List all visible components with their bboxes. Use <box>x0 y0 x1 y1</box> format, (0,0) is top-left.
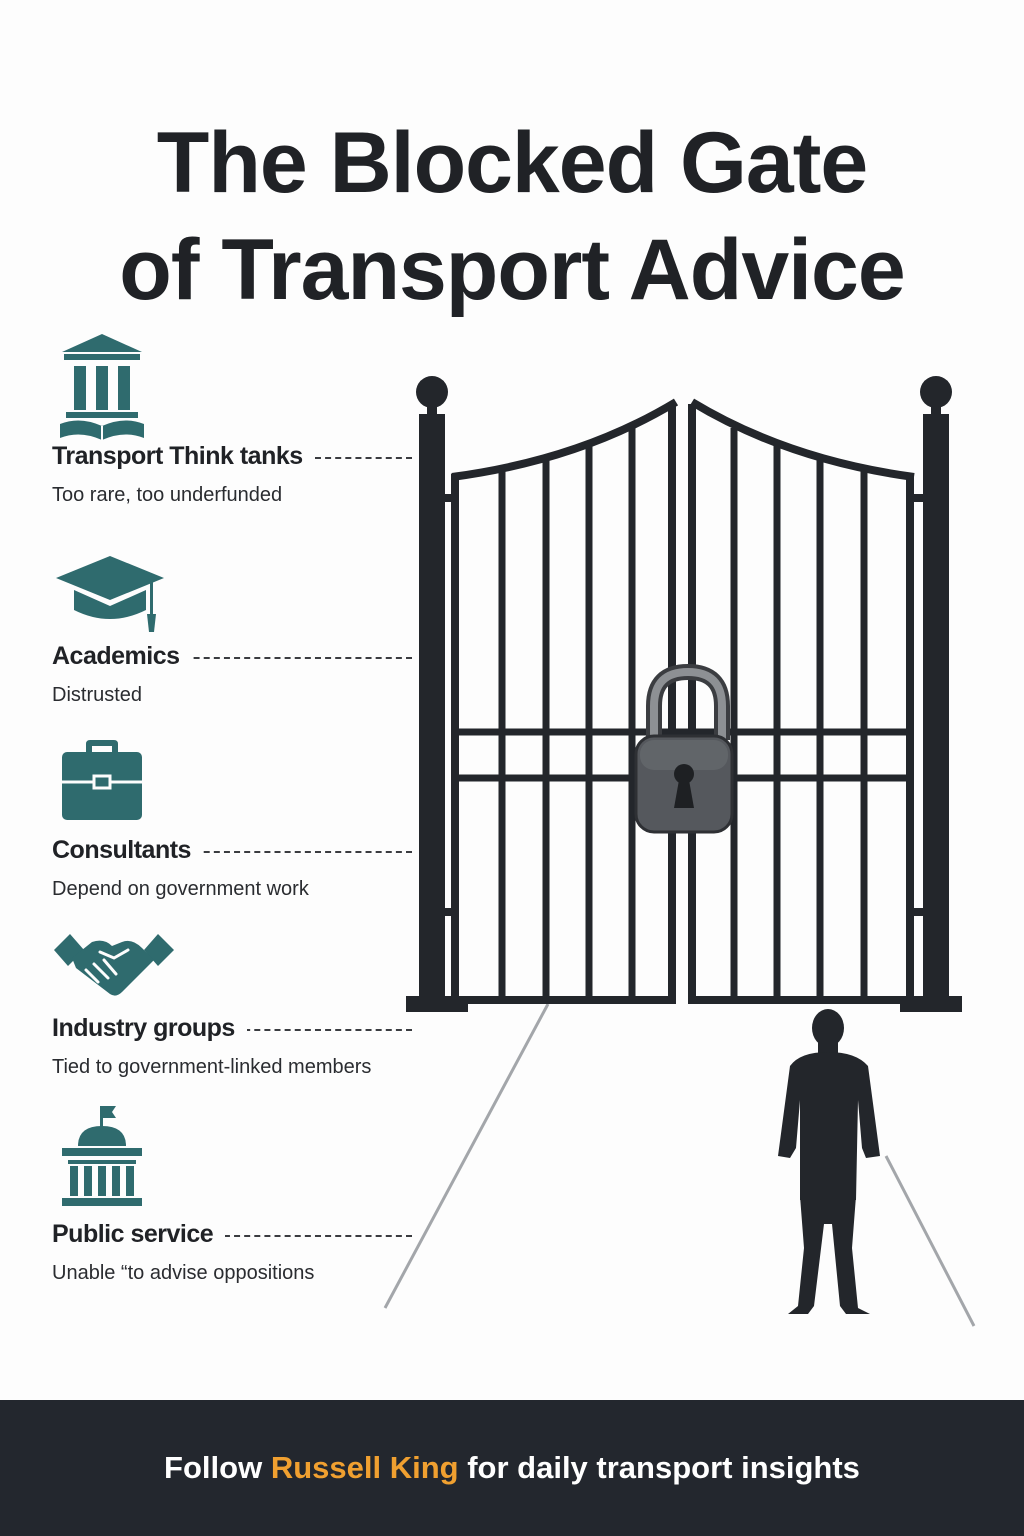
author-name[interactable]: Russell King <box>270 1450 459 1485</box>
title-line-1: The Blocked Gate <box>156 114 868 211</box>
list-item-public-service: Public service Unable “to advise opposit… <box>52 1104 412 1285</box>
dashed-connector <box>52 1235 412 1237</box>
item-description: Tied to government-linked members <box>52 1056 372 1078</box>
footer-prefix: Follow <box>164 1450 263 1485</box>
ground-line-right <box>884 1155 976 1327</box>
list-item-academics: Academics Distrusted <box>52 552 412 707</box>
gate <box>406 376 962 1012</box>
gate-post-left <box>419 414 445 996</box>
gate-post-right-finial <box>920 376 952 408</box>
dashed-connector <box>52 851 412 853</box>
item-label: Academics <box>52 642 192 671</box>
item-description: Too rare, too underfunded <box>52 484 283 506</box>
gate-post-left-finial <box>416 376 448 408</box>
item-description: Unable “to advise oppositions <box>52 1262 315 1284</box>
capitol-building-icon <box>62 1106 142 1206</box>
footer-suffix: for daily transport insights <box>467 1450 860 1485</box>
item-description: Depend on government work <box>52 878 309 900</box>
gate-left-leaf-arch <box>451 398 679 481</box>
padlock-icon <box>634 663 734 834</box>
item-label: Public service <box>52 1220 226 1249</box>
person-silhouette <box>778 1009 880 1314</box>
gate-post-right <box>923 414 949 996</box>
list-item-industry-groups: Industry groups Tied to government-linke… <box>52 928 412 1079</box>
institution-book-icon <box>60 334 144 440</box>
handshake-icon <box>54 934 174 996</box>
briefcase-icon <box>62 740 142 820</box>
footer-banner: Follow Russell King for daily transport … <box>0 1400 1024 1536</box>
gate-right-leaf-arch <box>689 398 915 481</box>
title-line-2: of Transport Advice <box>119 222 905 319</box>
dashed-connector <box>52 657 412 659</box>
list-item-think-tanks: Transport Think tanks Too rare, too unde… <box>52 332 412 507</box>
page-title: The Blocked Gate of Transport Advice <box>0 110 1024 325</box>
item-description: Distrusted <box>52 684 143 706</box>
list-item-consultants: Consultants Depend on government work <box>52 738 412 901</box>
item-label: Consultants <box>52 836 203 865</box>
item-label: Industry groups <box>52 1014 247 1043</box>
graduation-cap-icon <box>56 556 164 632</box>
item-label: Transport Think tanks <box>52 442 315 471</box>
